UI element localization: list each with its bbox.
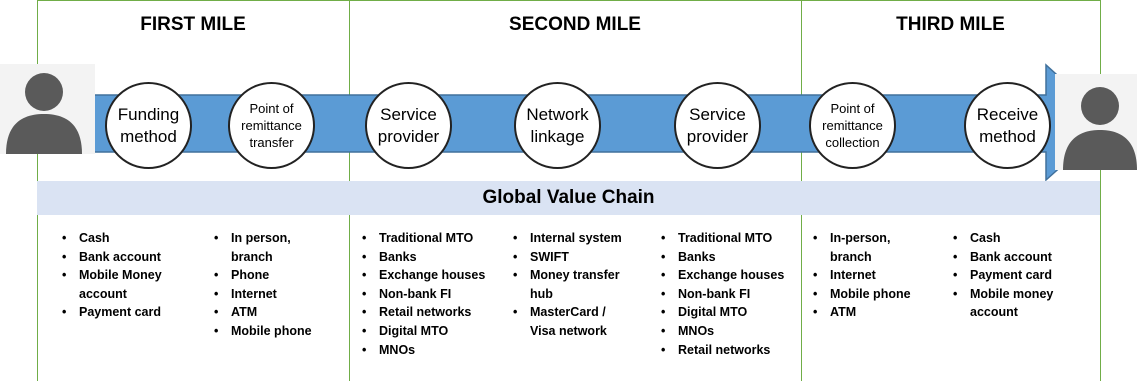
third-mile-right-border xyxy=(1100,0,1101,381)
list-item: Internet xyxy=(810,266,940,285)
circle-label: Network linkage xyxy=(526,104,589,146)
frame-top-border xyxy=(37,0,1100,1)
list-item: Traditional MTO xyxy=(658,229,803,248)
collection-point-list: In-person, branch Internet Mobile phone … xyxy=(810,229,940,322)
first-mile-title: FIRST MILE xyxy=(140,14,246,35)
list-item: Phone xyxy=(211,266,341,285)
sender-service-provider-list: Traditional MTO Banks Exchange houses No… xyxy=(359,229,509,359)
transfer-point-list: In person, branch Phone Internet ATM Mob… xyxy=(211,229,341,341)
circle-label: Receive method xyxy=(976,104,1039,146)
list-item: MNOs xyxy=(359,341,509,360)
funding-method-list: Cash Bank account Mobile Money account P… xyxy=(59,229,199,322)
list-item: ATM xyxy=(810,303,940,322)
sender-person-icon xyxy=(0,64,95,154)
list-item: In person, branch xyxy=(211,229,341,266)
list-item: Digital MTO xyxy=(658,303,803,322)
list-item: Exchange houses xyxy=(359,266,509,285)
list-item: Exchange houses xyxy=(658,266,803,285)
list-item: Bank account xyxy=(950,248,1095,267)
circle-label: Point of remittance collection xyxy=(822,101,883,150)
funding-method-circle: Funding method xyxy=(105,82,192,169)
list-item: SWIFT xyxy=(510,248,650,267)
list-item: Money transfer hub xyxy=(510,266,650,303)
list-item: Mobile phone xyxy=(810,285,940,304)
network-linkage-circle: Network linkage xyxy=(514,82,601,169)
list-item: Banks xyxy=(359,248,509,267)
receiver-person-icon xyxy=(1055,74,1137,170)
list-item: Digital MTO xyxy=(359,322,509,341)
list-item: Internal system xyxy=(510,229,650,248)
list-item: Mobile money account xyxy=(950,285,1095,322)
network-linkage-list: Internal system SWIFT Money transfer hub… xyxy=(510,229,650,341)
circle-label: Service provider xyxy=(686,104,749,146)
circle-label: Point of remittance transfer xyxy=(241,101,302,150)
list-item: Retail networks xyxy=(658,341,803,360)
list-item: Cash xyxy=(59,229,199,248)
sender-service-provider-circle: Service provider xyxy=(365,82,452,169)
list-item: Internet xyxy=(211,285,341,304)
list-item: Traditional MTO xyxy=(359,229,509,248)
list-item: Bank account xyxy=(59,248,199,267)
second-mile-title: SECOND MILE xyxy=(509,14,641,35)
point-of-remittance-transfer-circle: Point of remittance transfer xyxy=(228,82,315,169)
list-item: In-person, branch xyxy=(810,229,940,266)
list-item: Banks xyxy=(658,248,803,267)
point-of-remittance-collection-circle: Point of remittance collection xyxy=(809,82,896,169)
global-value-chain-title: Global Value Chain xyxy=(482,187,655,208)
list-item: Mobile phone xyxy=(211,322,341,341)
list-item: MasterCard / Visa network xyxy=(510,303,650,340)
list-item: Retail networks xyxy=(359,303,509,322)
list-item: MNOs xyxy=(658,322,803,341)
receive-method-circle: Receive method xyxy=(964,82,1051,169)
list-item: Cash xyxy=(950,229,1095,248)
third-mile-title: THIRD MILE xyxy=(896,14,1005,35)
list-item: Mobile Money account xyxy=(59,266,199,303)
list-item: Non-bank FI xyxy=(658,285,803,304)
list-item: Payment card xyxy=(950,266,1095,285)
receiver-service-provider-list: Traditional MTO Banks Exchange houses No… xyxy=(658,229,803,359)
circle-label: Funding method xyxy=(117,104,180,146)
receive-method-list: Cash Bank account Payment card Mobile mo… xyxy=(950,229,1095,322)
list-item: Payment card xyxy=(59,303,199,322)
list-item: ATM xyxy=(211,303,341,322)
global-value-chain-band: Global Value Chain xyxy=(37,181,1100,215)
receiver-service-provider-circle: Service provider xyxy=(674,82,761,169)
circle-label: Service provider xyxy=(377,104,440,146)
list-item: Non-bank FI xyxy=(359,285,509,304)
